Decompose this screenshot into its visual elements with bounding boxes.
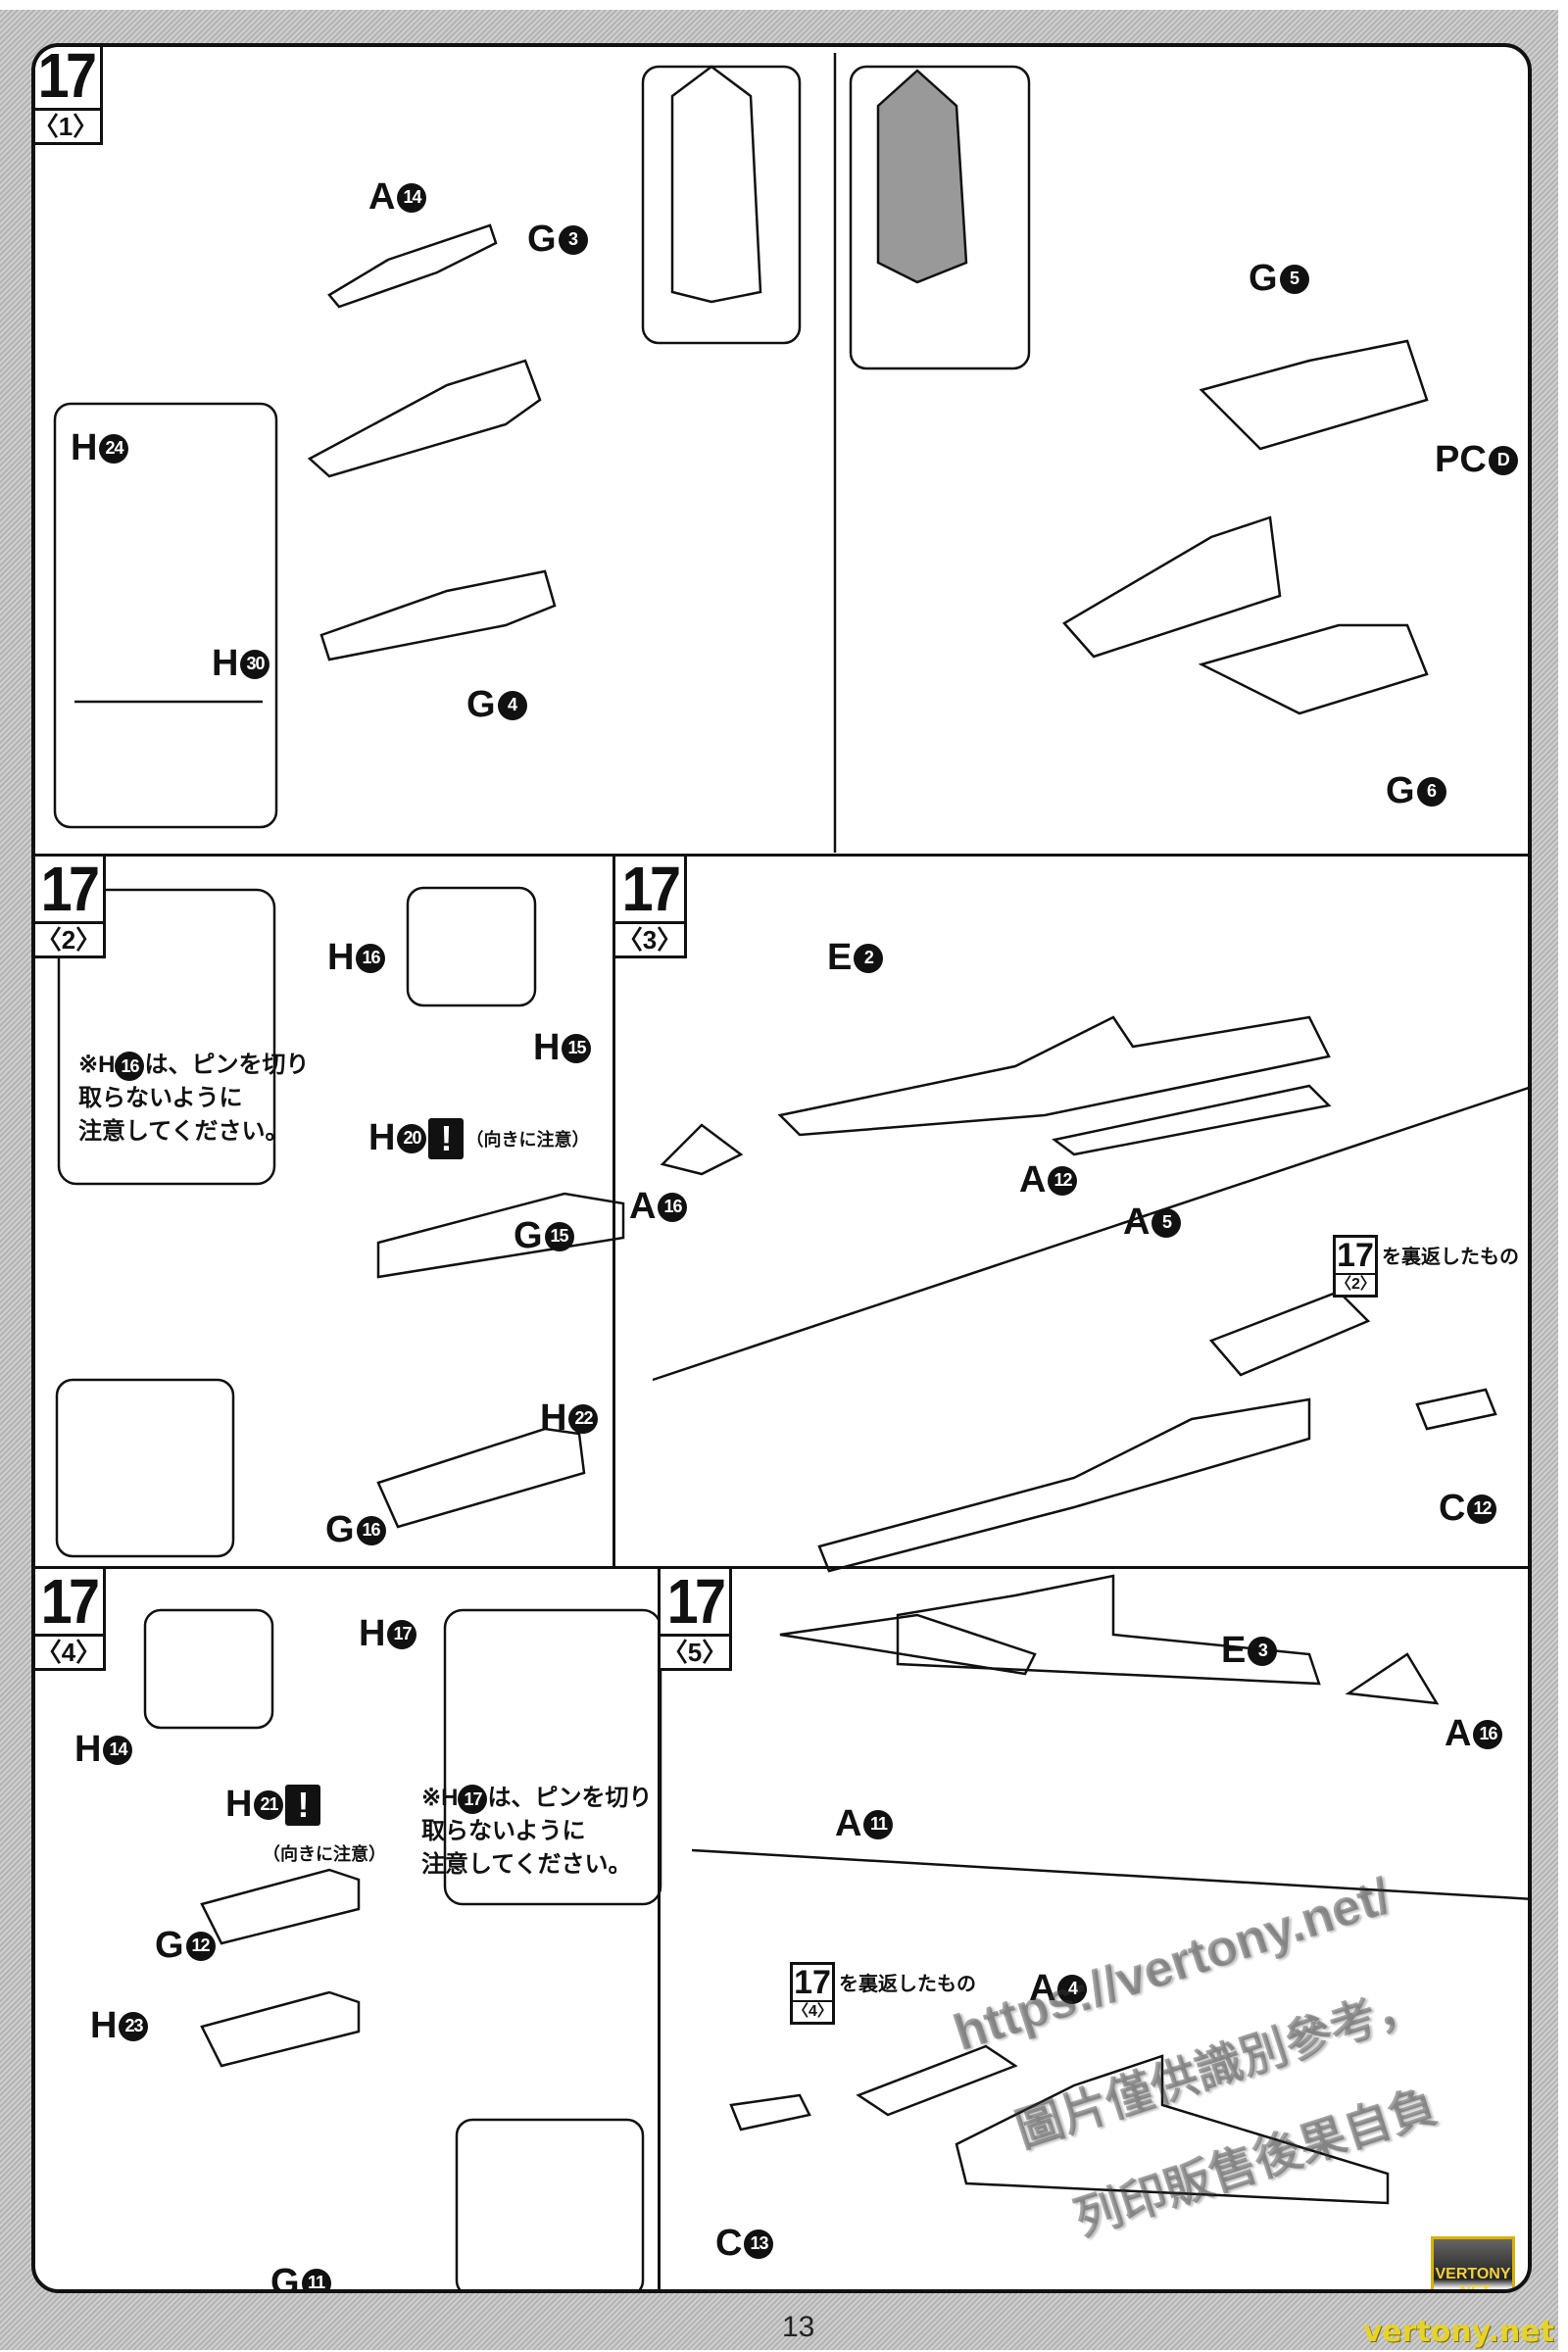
step-number-box: 17 〈4〉 xyxy=(35,1566,106,1671)
vertony-logo: VERTONY.NET xyxy=(1431,2236,1515,2289)
part-C12 xyxy=(1415,1388,1497,1431)
step-number: 17 xyxy=(666,1566,726,1637)
step-number: 17 xyxy=(40,1566,100,1637)
callout-box-hinge xyxy=(53,402,278,829)
step-number: 17 xyxy=(621,854,681,924)
part-A14 xyxy=(327,223,498,309)
part-G5 xyxy=(1199,339,1429,451)
part-G15 xyxy=(376,1192,625,1279)
part-pod-17-4 xyxy=(856,2044,1018,2117)
assembled-wing-2 xyxy=(955,2054,1390,2205)
page-number: 13 xyxy=(782,2311,815,2343)
part-pod-17-2 xyxy=(1208,1290,1371,1377)
part-G11 xyxy=(200,1990,361,2068)
step-panel-5: 17 〈5〉 xyxy=(658,1566,1528,2289)
part-A12 xyxy=(1052,1084,1332,1156)
step-number-box: 17 〈1〉 xyxy=(35,43,103,145)
callout-box-top-view xyxy=(641,65,802,345)
part-C13 xyxy=(729,2093,811,2132)
warning-icon: ! xyxy=(428,1117,465,1159)
part-A16-nose-2 xyxy=(1345,1652,1440,1705)
callout-box-assembled-view xyxy=(849,65,1031,370)
part-G6 xyxy=(1198,623,1429,715)
assembly-line-art xyxy=(53,53,1528,2289)
site-watermark: vertony.net xyxy=(1362,2315,1554,2349)
reference-step-box: 17〈4〉 を裏返したもの xyxy=(790,1962,976,2025)
step-number: 17 xyxy=(37,43,97,111)
step-number-box: 17 〈3〉 xyxy=(615,857,687,958)
topview-part xyxy=(670,65,762,304)
reference-step-box: 17〈2〉 を裏返したもの xyxy=(1333,1235,1519,1298)
step-sub-number: 〈3〉 xyxy=(615,921,684,956)
warning-note: （向きに注意） xyxy=(263,1844,386,1864)
part-A16-nose xyxy=(660,1123,744,1176)
step-sub-number: 〈4〉 xyxy=(35,1634,103,1668)
assembled-fuselage xyxy=(1062,515,1282,659)
part-G12 xyxy=(200,1868,361,1945)
step-sub-number: 〈5〉 xyxy=(661,1634,729,1668)
step-number-box: 17 〈2〉 xyxy=(35,854,106,958)
step-sub-number: 〈2〉 xyxy=(35,921,103,956)
part-A11 xyxy=(779,1613,1037,1676)
part-G3 xyxy=(307,359,542,478)
assembled-wing xyxy=(817,1397,1311,1573)
part-E3 xyxy=(896,1574,1321,1686)
step-number-box: 17 〈5〉 xyxy=(661,1569,732,1671)
step-number: 17 xyxy=(40,854,100,924)
part-G4 xyxy=(319,569,557,662)
step-panel-3: 17 〈3〉 xyxy=(612,854,1528,1569)
warning-icon: ! xyxy=(285,1784,321,1826)
part-G16 xyxy=(376,1427,586,1529)
step-sub-number: 〈1〉 xyxy=(35,108,100,142)
part-E2 xyxy=(777,1015,1331,1137)
